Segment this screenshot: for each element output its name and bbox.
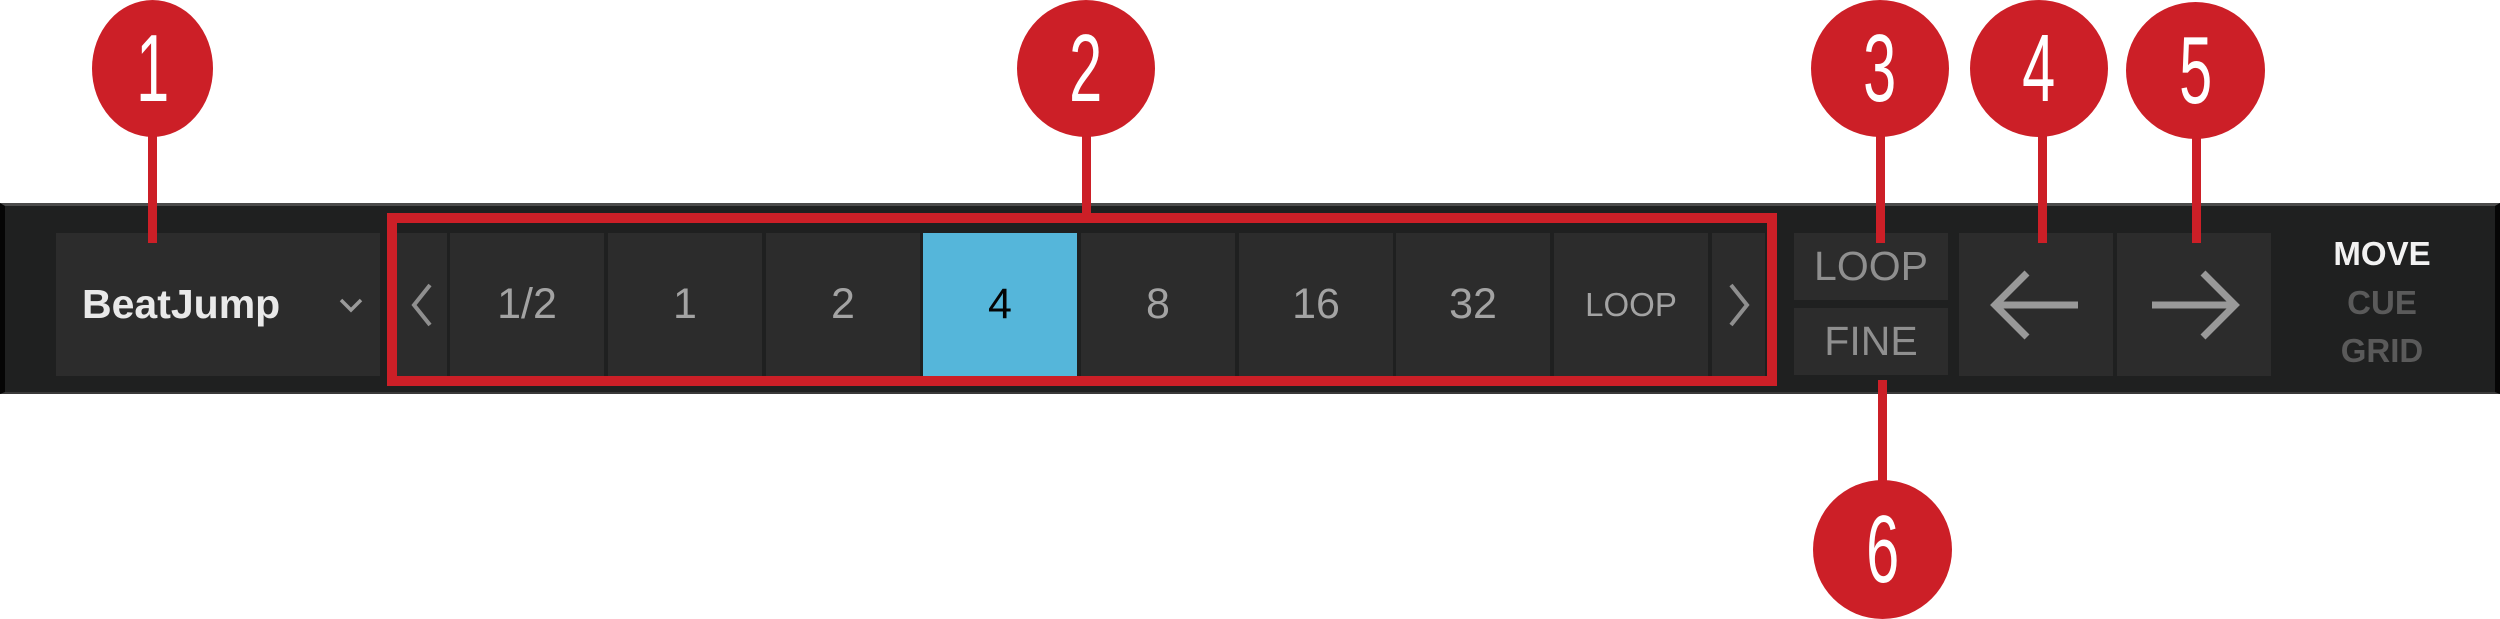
callout-5: 5 [2126,2,2265,139]
jump-size-2[interactable]: 2 [766,233,920,376]
cell-label: 32 [1449,280,1497,328]
jump-size-1[interactable]: 1 [608,233,762,376]
fine-label: FINE [1824,318,1918,364]
callout-3-leader [1876,130,1885,243]
loop-label: LOOP [1814,243,1928,289]
callout-1-leader [148,130,157,243]
jump-backward-button[interactable] [1959,233,2113,376]
callout-1: 1 [92,0,213,137]
callout-6-leader [1878,380,1887,490]
cell-label: 1 [673,280,697,328]
callout-4: 4 [1970,0,2108,137]
arrow-left-icon [1990,270,2078,339]
mode-dropdown[interactable]: BeatJump [56,233,380,376]
jump-size-4-selected[interactable]: 4 [923,233,1077,376]
callout-6: 6 [1813,480,1952,619]
loop-button[interactable]: LOOP [1794,233,1948,300]
callout-2: 2 [1017,0,1155,137]
jump-size-loop[interactable]: LOOP [1554,233,1708,376]
cell-label: 16 [1292,280,1340,328]
jump-size-16[interactable]: 16 [1239,233,1393,376]
scroll-right-button[interactable] [1712,233,1765,376]
chevron-down-icon [339,298,363,313]
jump-forward-button[interactable] [2117,233,2271,376]
callout-2-leader [1082,130,1091,220]
cell-label: 2 [831,280,855,328]
mode-move[interactable]: MOVE [2333,235,2431,272]
dropdown-label: BeatJump [82,281,281,327]
cell-label: 4 [988,280,1012,328]
jump-size-8[interactable]: 8 [1081,233,1235,376]
chevron-right-icon [1728,283,1750,326]
mode-cue[interactable]: CUE [2347,284,2417,321]
callout-4-leader [2038,130,2047,243]
chevron-left-icon [411,283,432,326]
fine-button[interactable]: FINE [1794,308,1948,375]
jump-size-32[interactable]: 32 [1396,233,1550,376]
arrow-right-icon [2152,270,2240,339]
cell-label: 8 [1146,280,1170,328]
callout-3: 3 [1811,0,1949,137]
cell-label: LOOP [1585,285,1677,323]
callout-5-leader [2192,130,2201,243]
scroll-left-button[interactable] [397,233,447,376]
mode-grid[interactable]: GRID [2340,332,2424,369]
jump-size-half[interactable]: 1/2 [450,233,604,376]
cell-label: 1/2 [497,280,557,328]
